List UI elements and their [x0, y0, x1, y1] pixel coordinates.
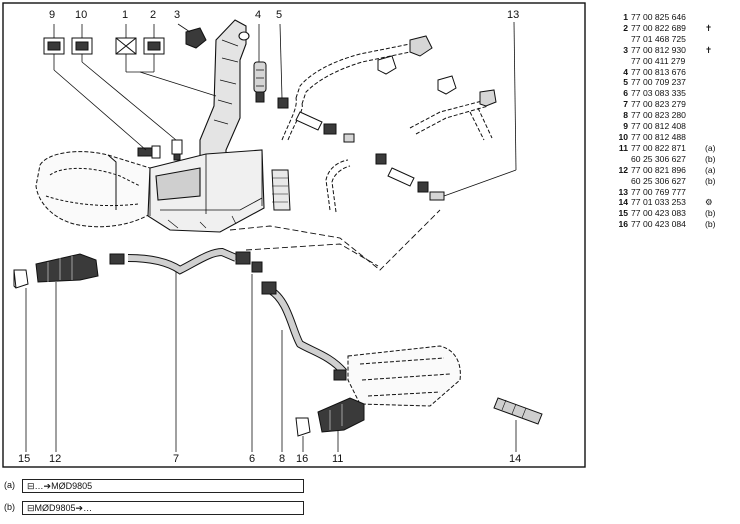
note-b-text: ⊟MØD9805➔…: [22, 501, 304, 515]
callout-16: 16: [296, 453, 308, 465]
icon-box-10: [71, 37, 93, 55]
spring-hose-drawing: [271, 169, 291, 211]
part-row: 60 25 306 627(b): [631, 175, 716, 186]
lower-hose-7-drawing: [109, 247, 263, 275]
icon-box-9: [43, 37, 65, 55]
callout-7: 7: [173, 453, 179, 465]
part-row: 77 01 468 725: [631, 33, 686, 44]
callout-14: 14: [509, 453, 521, 465]
jet-nozzles-drawing: [377, 35, 497, 107]
diagram-frame: [2, 2, 586, 468]
part-row: 77 00 411 279: [631, 55, 686, 66]
left-headlamp-drawing: [35, 151, 151, 228]
note-a-text: ⊟…➔MØD9805: [22, 479, 304, 493]
callout-13: 13: [507, 9, 519, 21]
callout-3: 3: [174, 9, 180, 21]
callout-9: 9: [49, 9, 55, 21]
upper-hose-dashed: [281, 43, 493, 213]
icon-box-2: [143, 37, 165, 55]
sleeve-14-drawing: [493, 397, 543, 425]
lower-hose-8-drawing: [261, 281, 348, 381]
connector-9-drawing: [137, 145, 161, 159]
callout-6: 6: [249, 453, 255, 465]
callout-11: 11: [332, 453, 343, 465]
headlamp-washer-jet-12: [35, 253, 99, 283]
callout-15: 15: [18, 453, 30, 465]
icon-box-1: [115, 37, 137, 55]
leader-lines: [25, 21, 517, 452]
note-b-code: (b): [4, 502, 15, 512]
right-headlamp-drawing: [347, 345, 461, 407]
callout-12: 12: [49, 453, 61, 465]
cap-16-drawing: [295, 417, 311, 437]
part-row: 60 25 306 627(b): [631, 153, 716, 164]
filler-cap-drawing: [185, 27, 207, 49]
callout-5: 5: [276, 9, 282, 21]
note-a-code: (a): [4, 480, 15, 490]
callout-2: 2: [150, 9, 156, 21]
washer-reservoir-drawing: [147, 19, 265, 233]
callout-10: 10: [75, 9, 87, 21]
callout-4: 4: [255, 9, 261, 21]
connector-chain-drawing: [277, 97, 445, 201]
washer-pump-drawing: [253, 61, 267, 103]
cap-15-drawing: [13, 269, 29, 289]
callout-1: 1: [122, 9, 128, 21]
bracket-13-dashed: [229, 209, 441, 271]
connector-10-drawing: [171, 139, 183, 161]
headlamp-washer-jet-11: [317, 397, 365, 433]
callout-8: 8: [279, 453, 285, 465]
